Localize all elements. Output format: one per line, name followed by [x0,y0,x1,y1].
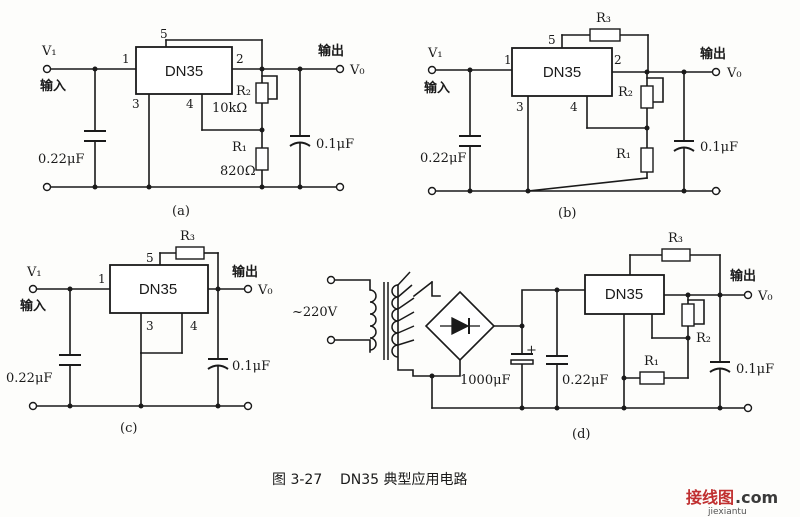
r3-label-b: R₃ [596,11,611,26]
output-label-b: 输出 [700,46,726,62]
pin-5-b: 5 [548,33,556,47]
r2-label-a: R₂ [236,84,251,99]
r3-label-d: R₃ [668,231,683,246]
ac-terminal-top-d [326,275,336,285]
dn35-chip-c [109,264,209,314]
r1-label-b: R₁ [616,147,631,162]
chip-label-a: DN35 [165,63,203,80]
dn35-chip-d [584,274,665,315]
output-terminal-b [711,67,721,77]
chip-label-b: DN35 [543,64,581,81]
caption-a: (a) [172,204,190,219]
circuit-c: DN35 V₁ 输入 输出 V₀ 1 3 4 5 R₃ 0.22μF 0.1μF… [6,229,273,436]
pin-1-b: 1 [504,53,512,67]
c-big-label-d: 1000μF [460,373,511,388]
ground-terminal-out-d [743,403,753,413]
cout-label-a: 0.1μF [316,137,354,152]
ac-terminal-bottom-d [326,335,336,345]
dn35-chip-a [135,46,233,95]
pin-1-a: 1 [122,52,130,66]
pin-4-c: 4 [190,319,198,333]
vo-label-c: V₀ [257,283,273,298]
output-terminal-d [743,290,753,300]
vin-label-c: V₁ [26,265,42,280]
watermark-logo: 接线图 .com jiexiantu [686,488,778,517]
output-label-c: 输出 [232,264,258,280]
ground-terminal-out-c [243,401,253,411]
pin-5-c: 5 [146,251,154,265]
cin-label-d: 0.22μF [562,373,608,388]
input-label-b: 输入 [424,80,450,96]
cin-label-b: 0.22μF [420,151,466,166]
r2-label-b: R₂ [618,85,633,100]
cin-label-a: 0.22μF [38,152,84,167]
caption-c: (c) [120,421,137,436]
pin-3-b: 3 [516,100,524,114]
output-terminal-c [243,284,253,294]
pin-3-c: 3 [146,319,154,333]
input-terminal-c [28,284,38,294]
r1-label-d: R₁ [644,354,659,369]
pin-1-c: 1 [98,272,106,286]
chip-label-c: DN35 [139,281,177,298]
cout-label-c: 0.1μF [232,359,270,374]
plus-sign-d: + [526,343,537,358]
chip-label-d: DN35 [605,286,643,303]
ac-voltage-label: ~220V [292,305,338,320]
pin-4-b: 4 [570,100,578,114]
input-label-c: 输入 [20,298,46,314]
ground-terminal-in-b [427,186,437,196]
cin-label-c: 0.22μF [6,371,52,386]
r3-label-c: R₃ [180,229,195,244]
pin-4-a: 4 [186,97,194,111]
ground-terminal-out-a [335,182,345,192]
vo-label-d: V₀ [757,289,773,304]
input-terminal-b [427,65,437,75]
pin-5-a: 5 [160,27,168,41]
ground-terminal-in-c [28,401,38,411]
vo-label-b: V₀ [726,66,742,81]
cout-label-b: 0.1μF [700,140,738,155]
r1-label-a: R₁ [232,140,247,155]
watermark-dotcom: .com [735,488,778,507]
circuit-b: DN35 V₁ 输入 输出 V₀ 1 2 3 4 5 R₃ R₂ R₁ 0.22… [420,11,742,221]
caption-d: (d) [572,427,590,442]
ground-terminal-in-a [42,182,52,192]
output-terminal-a [335,64,345,74]
caption-b: (b) [558,206,576,221]
ground-terminal-out-b [711,186,721,196]
output-label-d: 输出 [730,268,756,284]
figure-caption: 图 3-27 DN35 典型应用电路 [272,471,468,488]
pin-2-b: 2 [614,53,622,67]
watermark-url: jiexiantu [707,507,747,517]
vin-label-b: V₁ [427,46,443,61]
vo-label-a: V₀ [349,63,365,78]
vin-label-a: V₁ [41,44,57,59]
circuit-a: DN35 V₁ 输入 输出 V₀ 1 2 3 4 5 R₂ 10kΩ R₁ 82… [38,27,365,219]
r1-value-a: 820Ω [220,164,256,179]
cout-label-d: 0.1μF [736,362,774,377]
pin-2-a: 2 [236,52,244,66]
r2-label-d: R₂ [696,331,711,346]
output-label-a: 输出 [318,43,344,59]
r2-value-a: 10kΩ [212,101,247,116]
input-terminal-a [42,64,52,74]
dn35-chip-b [511,47,613,97]
pin-3-a: 3 [132,97,140,111]
circuit-d: DN35 ~220V 输出 V₀ R₃ R₂ R₁ + 1000μF 0.22μ… [292,231,774,442]
input-label-a: 输入 [40,78,66,94]
watermark-brand: 接线图 [686,488,734,507]
